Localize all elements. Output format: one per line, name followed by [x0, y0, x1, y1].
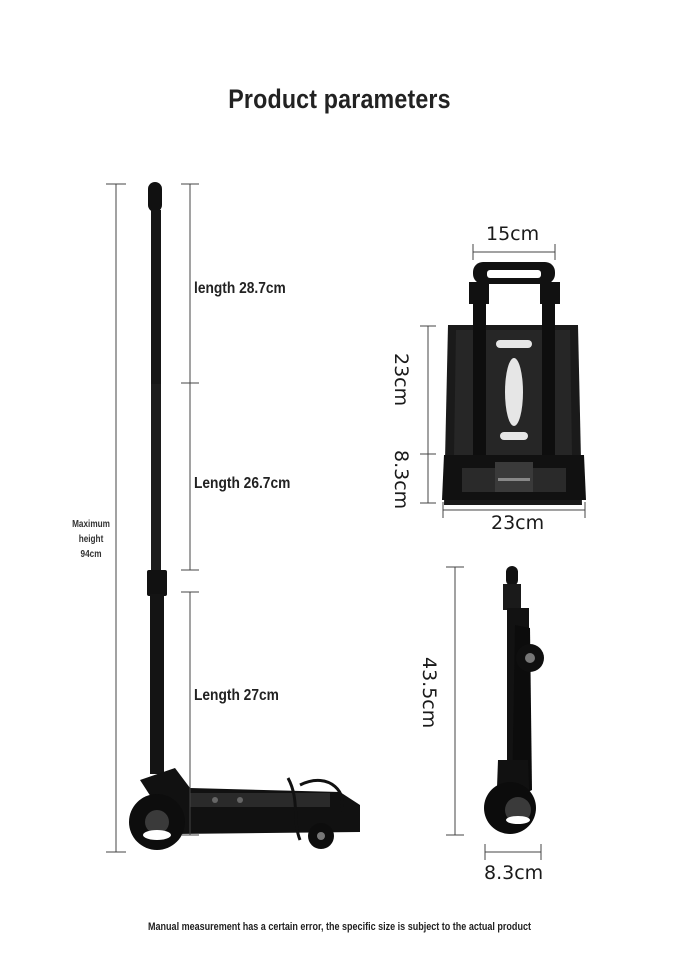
segment-label-bottom: Length 27cm — [194, 687, 279, 704]
front-view-trolley — [442, 262, 586, 505]
footer-note: Manual measurement has a certain error, … — [148, 921, 531, 933]
max-height-line-3: 94cm — [80, 549, 102, 560]
folded-view-trolley — [484, 566, 544, 834]
folded-view-dimension-lines — [446, 566, 542, 860]
front-top-width-label: 15cm — [486, 223, 540, 245]
max-height-label: Maximum height 94cm — [66, 517, 117, 562]
page-title: Product parameters — [228, 84, 451, 114]
side-view-dimension-lines — [106, 183, 199, 853]
front-plate-height-label: 23cm — [390, 353, 412, 407]
max-height-line-2: height — [78, 534, 104, 545]
front-bottom-width-label: 23cm — [491, 512, 545, 534]
segment-label-middle: Length 26.7cm — [194, 475, 291, 492]
max-height-line-1: Maximum — [72, 519, 110, 530]
side-view-trolley — [129, 182, 360, 850]
segment-label-top: length 28.7cm — [194, 280, 286, 297]
front-view-dimension-lines — [420, 244, 586, 518]
folded-depth-label: 8.3cm — [484, 862, 544, 884]
folded-height-label: 43.5cm — [418, 657, 440, 729]
front-base-height-label: 8.3cm — [390, 450, 412, 510]
